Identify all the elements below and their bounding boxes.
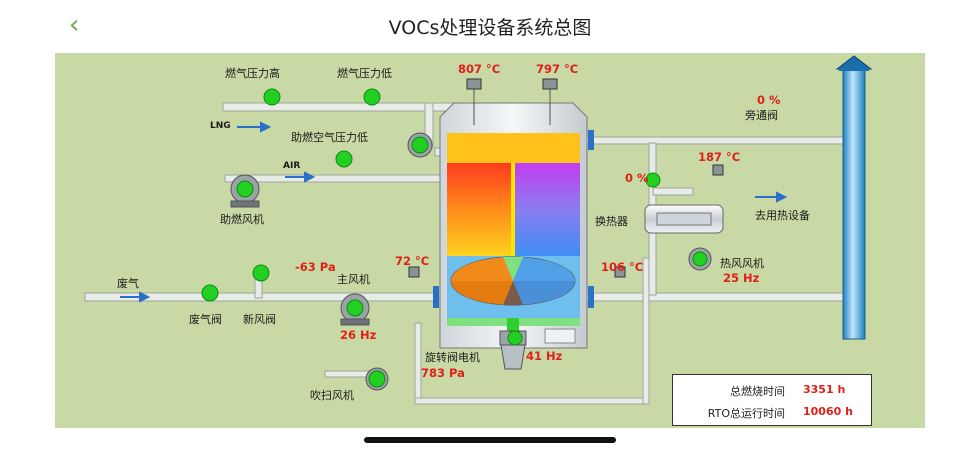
purge-pressure: 783 Pa (421, 366, 465, 380)
exhaust-temp: 187 °C (698, 150, 741, 164)
total-burn-time-value: 3351 h (803, 383, 846, 396)
main-fan-pressure: -63 Pa (295, 260, 336, 274)
combustion-fan-label: 助燃风机 (220, 213, 264, 226)
exhaust-stack (835, 55, 873, 340)
header-bar: ‹ VOCs处理设备系统总图 (55, 0, 925, 52)
total-burn-time-label: 总燃烧时间 (730, 385, 785, 398)
status-indicators (201, 88, 708, 388)
rto-vessel (433, 102, 594, 370)
purge-fan-label: 吹扫风机 (310, 389, 354, 402)
waste-gas-valve-label: 废气阀 (189, 313, 222, 326)
heat-exchanger-label: 换热器 (595, 215, 628, 228)
waste-gas-label: 废气 (117, 277, 139, 290)
flow-arrows (120, 121, 788, 303)
air-label: AIR (283, 161, 301, 171)
inlet-temp: 72 °C (395, 254, 430, 268)
back-button[interactable]: ‹ (69, 10, 95, 40)
hot-air-fan-label: 热风风机 (720, 257, 764, 270)
home-indicator[interactable] (364, 437, 616, 443)
diagram-graphics (84, 55, 873, 405)
fresh-air-valve-label: 新风阀 (243, 313, 276, 326)
temp-right-top: 797 °C (536, 62, 579, 76)
main-fan-frequency: 26 Hz (340, 328, 377, 342)
heat-exchanger (644, 204, 724, 234)
rotary-motor-frequency: 41 Hz (526, 349, 563, 363)
rotary-valve-motor-label: 旋转阀电机 (425, 351, 480, 364)
runtime-stats-panel: 总燃烧时间 3351 h RTO总运行时间 10060 h (672, 374, 872, 426)
lng-label: LNG (210, 121, 231, 131)
outlet-temp: 106 °C (601, 260, 644, 274)
process-diagram: 燃气压力高 燃气压力低 LNG 助燃空气压力低 AIR 助燃风机 废气 废气阀 … (55, 53, 925, 428)
main-fan-label: 主风机 (337, 273, 370, 286)
gas-pressure-high-label: 燃气压力高 (225, 67, 280, 80)
to-heat-equipment-label: 去用热设备 (755, 209, 810, 222)
bypass-valve-label: 旁通阀 (745, 109, 778, 122)
temperature-sensors (408, 78, 724, 278)
valve-percent: 0 % (625, 171, 649, 185)
bypass-percent: 0 % (757, 93, 781, 107)
combustion-air-pressure-low-label: 助燃空气压力低 (291, 131, 368, 144)
page-title: VOCs处理设备系统总图 (388, 17, 592, 39)
rto-run-time-label: RTO总运行时间 (707, 407, 785, 420)
rto-run-time-value: 10060 h (803, 405, 853, 418)
hot-air-fan-frequency: 25 Hz (723, 271, 760, 285)
gas-pressure-low-label: 燃气压力低 (337, 67, 392, 80)
temp-left-top: 807 °C (458, 62, 501, 76)
chevron-left-icon: ‹ (69, 10, 80, 40)
